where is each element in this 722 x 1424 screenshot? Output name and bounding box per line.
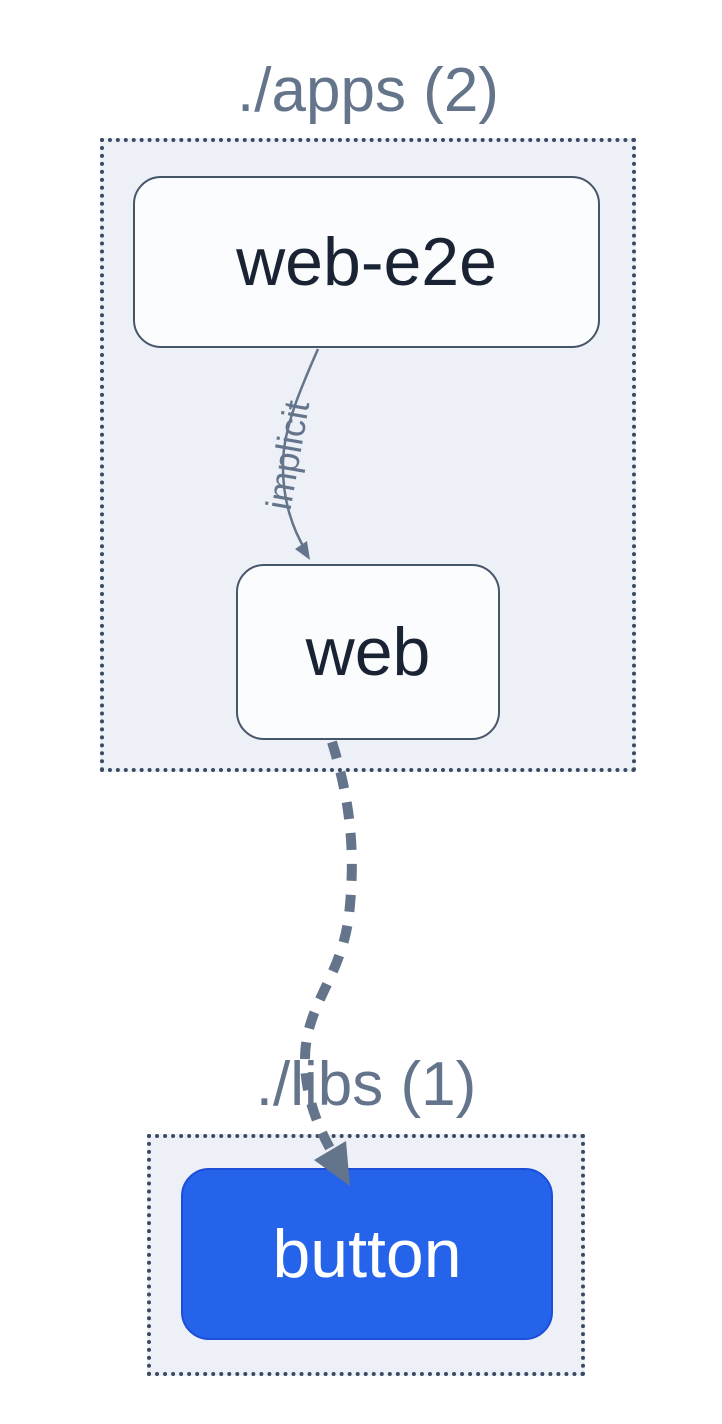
node-web-e2e-label: web-e2e <box>236 224 497 300</box>
node-button-label: button <box>272 1216 462 1292</box>
cluster-label-apps: ./apps (2) <box>237 56 499 125</box>
cluster-label-libs: ./libs (1) <box>255 1050 477 1119</box>
node-web-e2e[interactable]: web-e2e <box>133 176 600 348</box>
node-web-label: web <box>305 614 431 690</box>
node-button[interactable]: button <box>181 1168 553 1340</box>
node-web[interactable]: web <box>236 564 500 740</box>
